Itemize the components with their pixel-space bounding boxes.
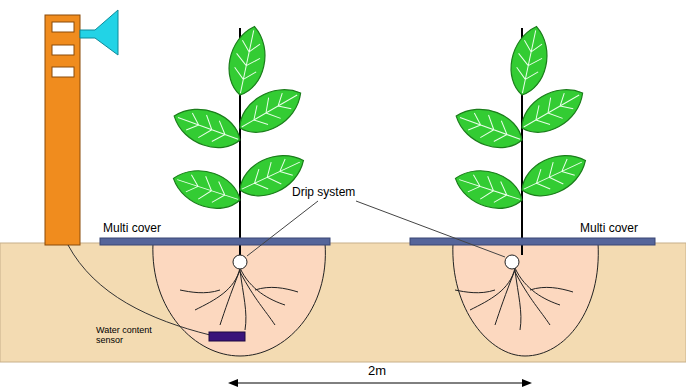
sensor-cable	[68, 245, 210, 335]
station-tower	[45, 15, 80, 245]
dimension-line	[232, 383, 528, 384]
soil	[0, 243, 686, 362]
plant	[168, 23, 311, 255]
mulch-cover	[410, 238, 655, 245]
drip-emitter	[233, 255, 247, 269]
root-zone	[453, 243, 598, 356]
part-label: Multi cover	[580, 222, 638, 235]
antenna-horn	[80, 10, 118, 55]
dimension-arrowheads	[228, 379, 532, 387]
water-sensor	[209, 332, 245, 341]
root-zone	[153, 243, 326, 356]
drip-emitter	[505, 255, 519, 269]
tower-panel	[52, 22, 74, 32]
part-label: Multi cover	[103, 222, 161, 235]
tower-panel	[52, 45, 74, 55]
roots	[180, 268, 298, 330]
tower-panel	[52, 67, 74, 77]
part-label: Water content sensor	[96, 326, 158, 346]
roots	[455, 268, 573, 330]
mulch-cover	[100, 238, 330, 245]
leader-line	[247, 201, 318, 256]
leader-line	[356, 201, 505, 257]
part-label: Drip system	[292, 186, 355, 199]
dimension-label: 2m	[368, 364, 386, 378]
plant	[450, 23, 593, 255]
